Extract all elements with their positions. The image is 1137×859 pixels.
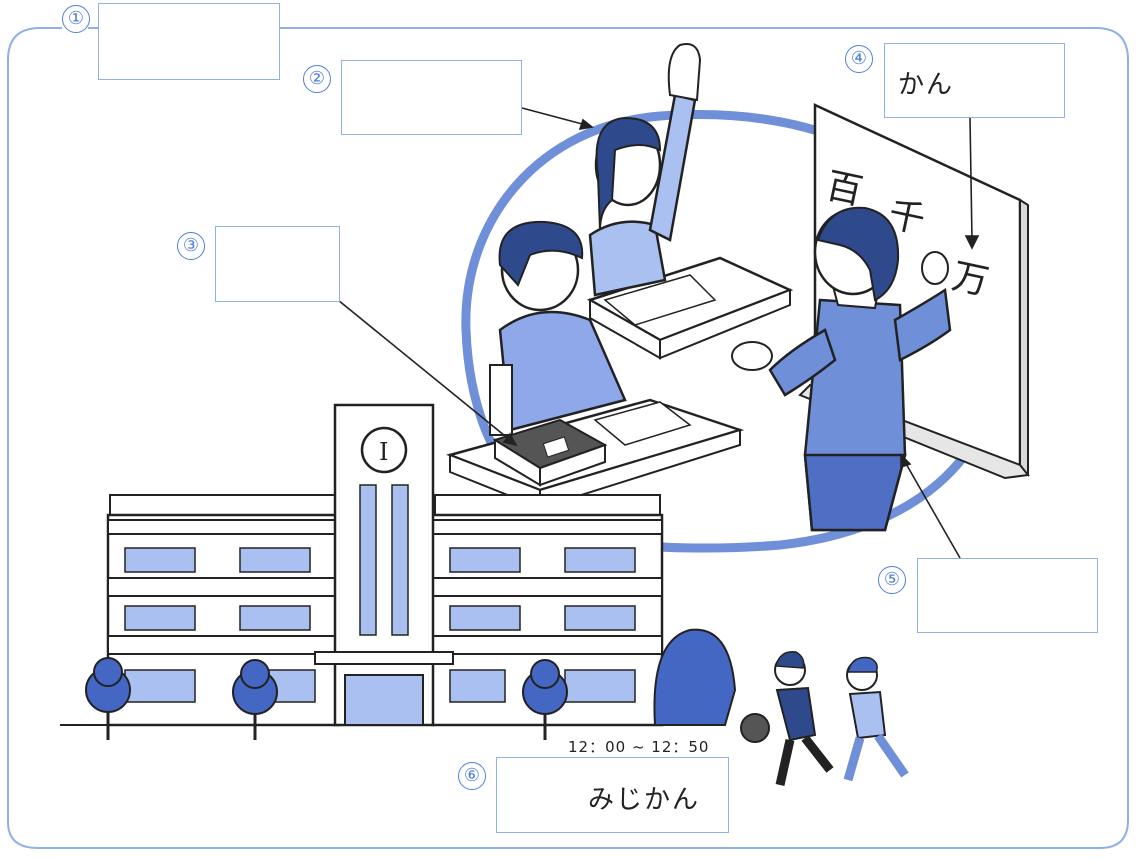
answer-box-4[interactable] bbox=[884, 43, 1065, 118]
answer-box-1[interactable] bbox=[98, 3, 280, 80]
answer-box-6[interactable] bbox=[496, 757, 729, 833]
board-char-ten-thousand: 万 bbox=[948, 256, 992, 304]
clock-face bbox=[360, 426, 408, 474]
label-number-5: ⑤ bbox=[878, 566, 906, 594]
pointer-arrows bbox=[337, 107, 980, 559]
label-number-4: ④ bbox=[845, 45, 873, 73]
answer-box-3[interactable] bbox=[215, 226, 340, 302]
label-number-1: ① bbox=[62, 5, 90, 33]
children-playing bbox=[740, 651, 909, 786]
board-char-hundred: 百 bbox=[822, 166, 866, 214]
answer-text-6: みじかん bbox=[588, 785, 701, 815]
boy-figure bbox=[446, 220, 745, 510]
teacher-figure bbox=[731, 206, 952, 532]
time-range: 12：00 ~ 12：50 bbox=[568, 738, 710, 756]
girl-figure bbox=[586, 43, 794, 360]
label-number-2: ② bbox=[303, 65, 331, 93]
answer-box-2[interactable] bbox=[341, 60, 522, 135]
answer-text-4: かん bbox=[898, 70, 955, 100]
trees bbox=[85, 628, 737, 740]
clock-numeral: I bbox=[379, 438, 388, 466]
answer-box-5[interactable] bbox=[917, 558, 1098, 633]
label-number-3: ③ bbox=[177, 232, 205, 260]
outer-frame bbox=[7, 27, 1129, 849]
label-number-6: ⑥ bbox=[458, 762, 486, 790]
